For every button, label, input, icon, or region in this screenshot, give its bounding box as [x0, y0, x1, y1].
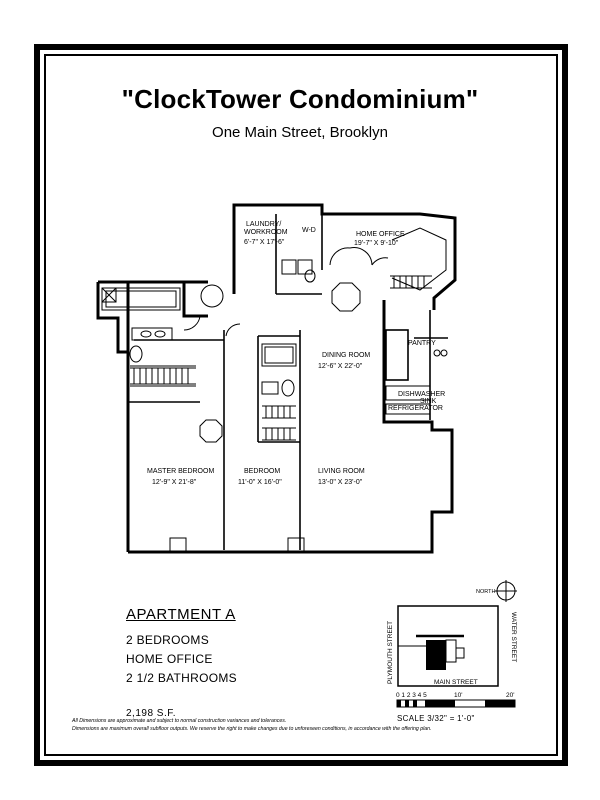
home-office-label: HOME OFFICE [356, 231, 405, 238]
disclaimer-line-2: Dimensions are maximum overall subfloor … [72, 726, 432, 732]
bedroom-label: BEDROOM [244, 468, 280, 475]
water-street-label: WATER STREET [510, 612, 517, 662]
fixtures [101, 227, 448, 553]
master-bedroom-label: MASTER BEDROOM [147, 468, 214, 475]
page-border-outer [34, 44, 568, 766]
scale-tick-20: 20' [506, 692, 514, 699]
pantry-label: PANTRY [408, 340, 436, 347]
dishwasher-label: DISHWASHER [398, 391, 445, 398]
home-office-dimensions: 19'-7" x 9'-10" [354, 240, 399, 247]
laundry-dimensions: 6'-7" x 17'-6" [244, 239, 285, 246]
page-border-inner [44, 54, 558, 756]
page-subtitle: One Main Street, Brooklyn [212, 124, 388, 141]
living-room-dimensions: 13'-0" x 23'-0" [318, 479, 363, 486]
laundry-label: LAUNDRY/ [246, 221, 281, 228]
main-street-label: MAIN STREET [434, 679, 478, 686]
apartment-area: 2,198 S.F. [126, 708, 177, 719]
key-plan: NORTH PLYMOUTH STREET WATER STREET MAIN … [387, 580, 517, 687]
laundry-label-2: WORKROOM [244, 229, 288, 236]
wd-label: W-D [302, 227, 316, 234]
refrigerator-label: REFRIGERATOR [388, 405, 443, 412]
north-label: NORTH [476, 589, 495, 595]
scale-text: SCALE 3/32" = 1'-0" [397, 714, 475, 723]
apartment-location-marker [426, 640, 446, 670]
disclaimer-line-1: All Dimensions are approximate and subje… [72, 718, 287, 724]
master-bedroom-dimensions: 12'-9" x 21'-8" [152, 479, 197, 486]
living-room-label: LIVING ROOM [318, 468, 365, 475]
exterior-walls [96, 203, 457, 554]
apartment-bathrooms: 2 1/2 BATHROOMS [126, 671, 237, 685]
apartment-bedrooms: 2 BEDROOMS [126, 633, 210, 647]
page-title: "ClockTower Condominium" [121, 84, 479, 114]
apartment-home-office: HOME OFFICE [126, 652, 213, 666]
plymouth-street-label: PLYMOUTH STREET [387, 621, 394, 684]
bedroom-dimensions: 11'-0" x 16'-0" [238, 479, 282, 486]
scale-tick-10: 10' [454, 692, 462, 699]
scale-tick-small: 0 1 2 3 4 5 [396, 692, 427, 699]
apartment-summary: APARTMENT A 2 BEDROOMS HOME OFFICE 2 1/2… [126, 606, 366, 688]
dining-room-dimensions: 12'-6" x 22'-0" [318, 363, 363, 370]
apartment-name: APARTMENT A [126, 606, 236, 623]
sink-label: SINK [420, 398, 437, 405]
graphic-scale: 0 1 2 3 4 5 10' 20' [396, 692, 516, 708]
dining-room-label: DINING ROOM [322, 352, 370, 359]
closets [130, 275, 432, 441]
